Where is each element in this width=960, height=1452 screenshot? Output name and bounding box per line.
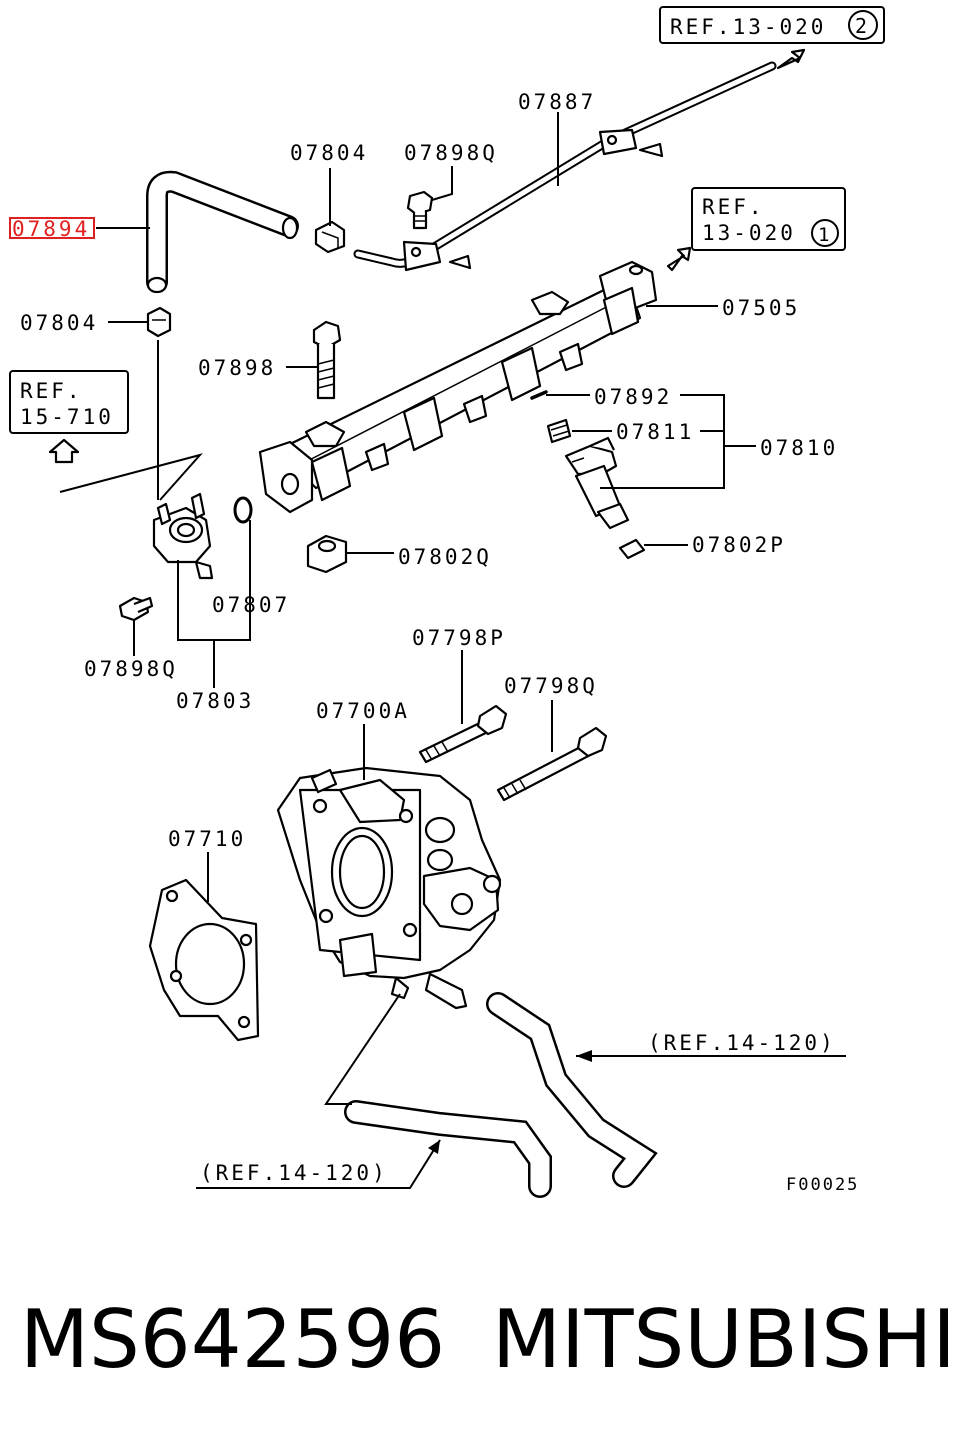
ref-box-13-020-2: REF.13-020 2	[659, 6, 885, 44]
label-07810[interactable]: 07810	[760, 436, 838, 460]
leader-lines	[96, 112, 846, 1189]
ref-13-020-2-text: REF.13-020	[670, 15, 826, 39]
ref-13-020-2-circle-number: 2	[855, 14, 867, 38]
bolt-07898	[312, 320, 342, 400]
bolt-07798p	[418, 704, 508, 764]
part-number: MS642596	[20, 1293, 446, 1386]
leader-hose-bottom	[324, 993, 401, 1105]
label-07798q[interactable]: 07798Q	[504, 674, 598, 698]
o-ring-07807	[233, 496, 253, 524]
label-07807[interactable]: 07807	[212, 593, 290, 617]
arrow-ref-13-020-2-icon	[776, 48, 806, 70]
ref-15-710-line2: 15-710	[20, 405, 114, 429]
insulator-07802q	[306, 534, 348, 574]
bolt-07798q	[496, 726, 608, 802]
arrow-ref-15-710-icon	[48, 438, 80, 464]
footer: MS642596 MITSUBISHI	[0, 1290, 960, 1400]
ref-13-020-1-circle-number: 1	[818, 224, 829, 246]
ref-box-15-710: REF. 15-710	[9, 370, 129, 434]
ref-13-020-1-line1: REF.	[702, 195, 765, 219]
vacuum-hose-07894	[146, 170, 299, 294]
ref-13-020-1-line2: 13-020	[702, 221, 796, 245]
throttle-body-07700a	[276, 766, 502, 1010]
ref-14-120-bottom[interactable]: (REF.14-120)	[200, 1161, 388, 1185]
pressure-regulator-07803	[152, 340, 214, 580]
label-07700a[interactable]: 07700A	[316, 699, 410, 723]
bolt-07898q-top	[406, 190, 434, 230]
highlight-box-07894	[9, 217, 95, 239]
arrowhead-ref-14-120-bottom-icon	[428, 1140, 440, 1154]
ref-14-120-right[interactable]: (REF.14-120)	[648, 1031, 836, 1055]
o-ring-07892	[530, 390, 548, 400]
label-07804-left[interactable]: 07804	[20, 311, 98, 335]
brand-name: MITSUBISHI	[492, 1293, 956, 1386]
seal-07811	[546, 418, 572, 444]
label-07894[interactable]: 07894	[12, 217, 90, 241]
label-07804-top[interactable]: 07804	[290, 141, 368, 165]
fuel-return-pipe-07887	[353, 61, 777, 272]
leader-ref-15-710	[59, 453, 203, 501]
label-07898[interactable]: 07898	[198, 356, 276, 380]
water-hose-right	[486, 992, 658, 1188]
ref-box-13-020-1: REF. 13-020 1	[691, 187, 846, 251]
figure-code: F00025	[786, 1175, 859, 1195]
fuel-rail-07505	[258, 260, 658, 514]
label-07803[interactable]: 07803	[176, 689, 254, 713]
label-07898q-top[interactable]: 07898Q	[404, 141, 498, 165]
hose-clip-07804-left	[146, 306, 172, 338]
water-hose-bottom	[344, 1100, 552, 1198]
label-07802q[interactable]: 07802Q	[398, 545, 492, 569]
label-07798p[interactable]: 07798P	[412, 626, 506, 650]
ref-15-710-line1: REF.	[20, 379, 83, 403]
label-07811[interactable]: 07811	[616, 420, 694, 444]
hose-clip-07804-top	[314, 220, 346, 254]
bolt-07898q-bottom	[118, 596, 154, 622]
injector-07810	[564, 436, 630, 530]
gasket-07710	[148, 878, 260, 1042]
insulator-07802p	[618, 538, 646, 560]
arrow-ref-13-020-1-icon	[666, 246, 692, 272]
arrowhead-ref-14-120-right-icon	[576, 1050, 592, 1062]
label-07802p[interactable]: 07802P	[692, 533, 786, 557]
label-07710[interactable]: 07710	[168, 827, 246, 851]
label-07505[interactable]: 07505	[722, 296, 800, 320]
label-07887[interactable]: 07887	[518, 90, 596, 114]
label-07898q-bottom[interactable]: 07898Q	[84, 657, 178, 681]
label-07892[interactable]: 07892	[594, 385, 672, 409]
